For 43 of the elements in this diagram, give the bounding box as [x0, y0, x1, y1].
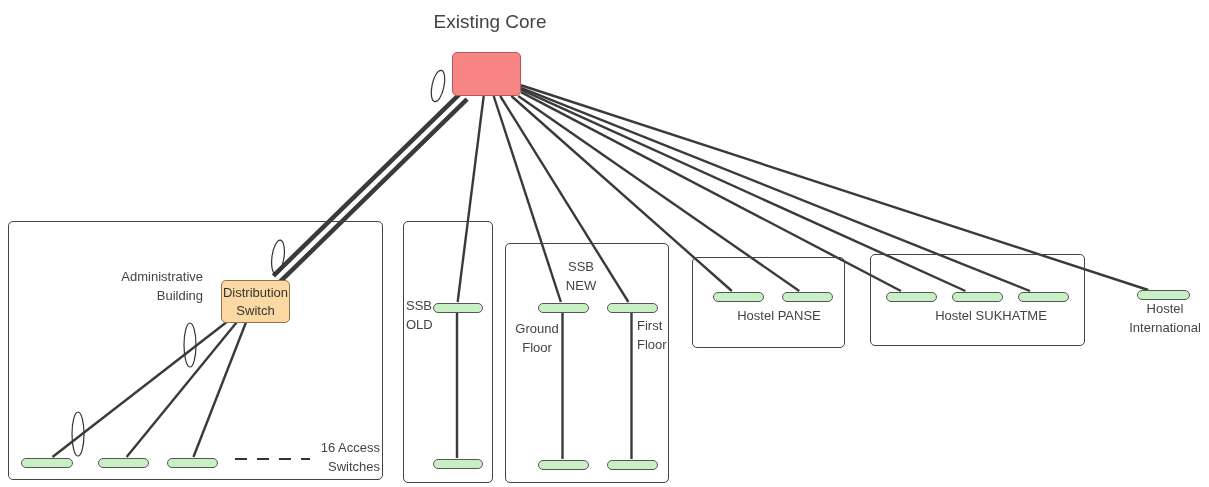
- floor-label: First Floor: [637, 317, 668, 354]
- building-label: SSB OLD: [406, 297, 434, 334]
- building-label: SSB NEW: [564, 258, 598, 295]
- switch-bar: [433, 303, 483, 313]
- switch-bar: [952, 292, 1003, 302]
- distribution-switch-box: Distribution Switch: [221, 280, 290, 323]
- switch-bar: [1018, 292, 1069, 302]
- network-cable: [520, 84, 1149, 292]
- switch-bar: [1137, 290, 1190, 300]
- switch-bar: [538, 303, 589, 313]
- switch-bar: [607, 460, 658, 470]
- switch-bar: [538, 460, 589, 470]
- switch-bar: [886, 292, 937, 302]
- building-group-box: [870, 254, 1085, 346]
- switch-bar: [98, 458, 149, 468]
- switch-bar: [433, 459, 483, 469]
- network-cable: [456, 95, 485, 303]
- building-label: Hostel International: [1128, 300, 1202, 337]
- network-cable: [630, 312, 633, 459]
- network-cable: [499, 95, 630, 303]
- network-cable: [561, 312, 564, 459]
- network-cable: [192, 321, 248, 458]
- switch-bar: [167, 458, 218, 468]
- building-group-box: [8, 221, 383, 480]
- network-cable: [492, 95, 562, 303]
- switch-bar: [607, 303, 658, 313]
- building-group-box: [403, 221, 493, 483]
- building-group-box: [505, 243, 669, 483]
- note-label: 16 Access Switches: [319, 439, 380, 476]
- network-cable: [520, 91, 902, 293]
- network-cable: [510, 95, 733, 292]
- switch-bar: [782, 292, 833, 302]
- switch-bar: [21, 458, 73, 468]
- network-cable: [455, 312, 459, 458]
- network-cable: [517, 95, 800, 292]
- switch-bar: [713, 292, 764, 302]
- building-label: Hostel PANSE: [736, 307, 822, 325]
- core-label: Existing Core: [432, 10, 548, 34]
- building-label: Hostel SUKHATME: [934, 307, 1048, 325]
- building-group-box: [692, 257, 845, 348]
- floor-label: Ground Floor: [514, 320, 560, 357]
- building-label: Administrative Building: [120, 268, 203, 305]
- network-cable: [125, 321, 238, 458]
